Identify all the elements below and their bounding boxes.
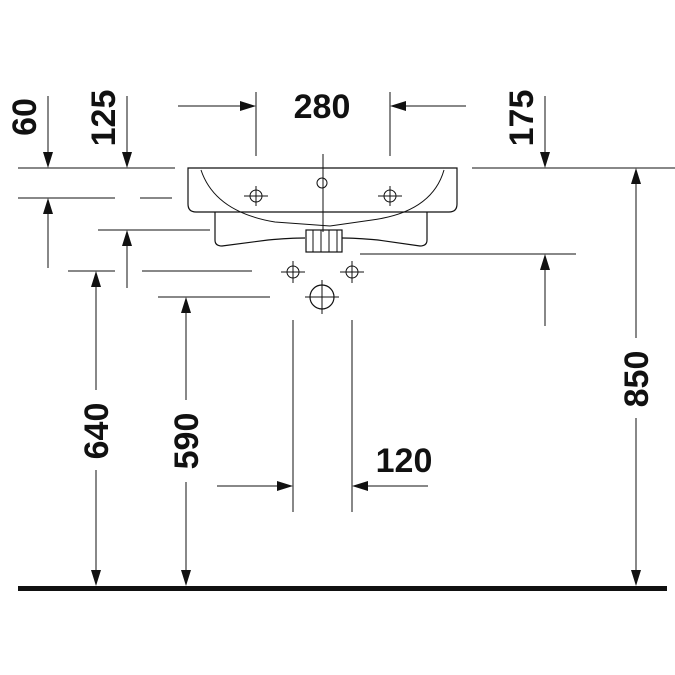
dimension-175: 175 [503, 90, 550, 326]
dimension-590: 590 [168, 297, 206, 586]
dimension-60: 60 [6, 96, 53, 268]
dimension-120-label: 120 [376, 442, 433, 480]
dimension-850: 850 [618, 168, 656, 586]
tap-hole-right [378, 186, 402, 206]
tap-hole-centre [316, 177, 328, 189]
dimension-280: 280 [178, 88, 466, 126]
supply-connection-right [340, 261, 364, 283]
basin-outline [187, 167, 458, 253]
supply-connection-left [281, 261, 305, 283]
dimension-280-label: 280 [294, 88, 351, 126]
tap-hole-left [244, 186, 268, 206]
dimension-125-label: 125 [85, 90, 123, 147]
dimension-850-label: 850 [618, 351, 656, 408]
dimension-60-label: 60 [6, 98, 44, 136]
extension-lines [18, 92, 675, 512]
dimension-590-label: 590 [168, 413, 206, 470]
dimension-640-label: 640 [78, 403, 116, 460]
dimension-175-label: 175 [503, 90, 541, 147]
floor-line [18, 586, 667, 591]
waste-connection [305, 280, 339, 314]
dimension-125: 125 [85, 90, 132, 288]
dimension-640: 640 [78, 271, 116, 586]
dimension-120: 120 [217, 442, 432, 491]
